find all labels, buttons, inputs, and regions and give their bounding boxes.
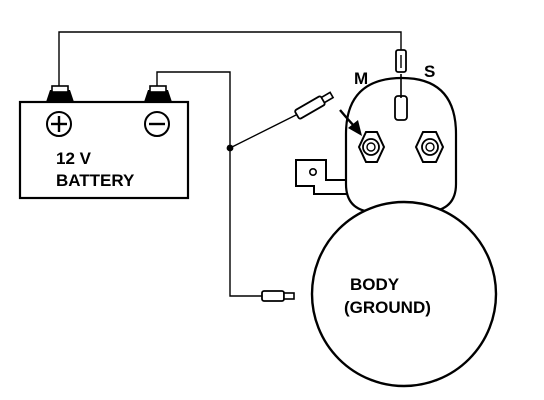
negative-wire <box>156 71 262 297</box>
body-label: BODY <box>350 275 400 294</box>
battery-negative-terminal <box>144 90 172 102</box>
wires <box>58 31 402 297</box>
solenoid-housing <box>344 76 458 214</box>
wire-junction <box>226 144 234 152</box>
battery-positive-terminal <box>46 90 74 102</box>
motor-body <box>310 200 498 388</box>
battery-voltage-label: 12 V <box>56 149 92 168</box>
negative-symbol <box>144 111 170 137</box>
positive-wire <box>58 31 402 92</box>
m-probe <box>294 91 335 120</box>
s-terminal-label: S <box>424 62 435 81</box>
s-connector <box>395 49 407 73</box>
ground-label: (GROUND) <box>344 298 431 317</box>
m-branch-wire <box>229 113 299 149</box>
m-terminal-label: M <box>354 69 368 88</box>
s-terminal-stud <box>394 95 408 121</box>
battery: 12 V BATTERY <box>18 85 190 200</box>
m-connection-arrow <box>339 109 362 136</box>
m-terminal-nut <box>357 131 386 163</box>
starter-body: BODY (GROUND) <box>295 74 498 388</box>
battery-name-label: BATTERY <box>56 171 135 190</box>
positive-symbol <box>46 111 72 137</box>
b-terminal-nut <box>414 131 445 163</box>
body-probe <box>261 290 295 302</box>
